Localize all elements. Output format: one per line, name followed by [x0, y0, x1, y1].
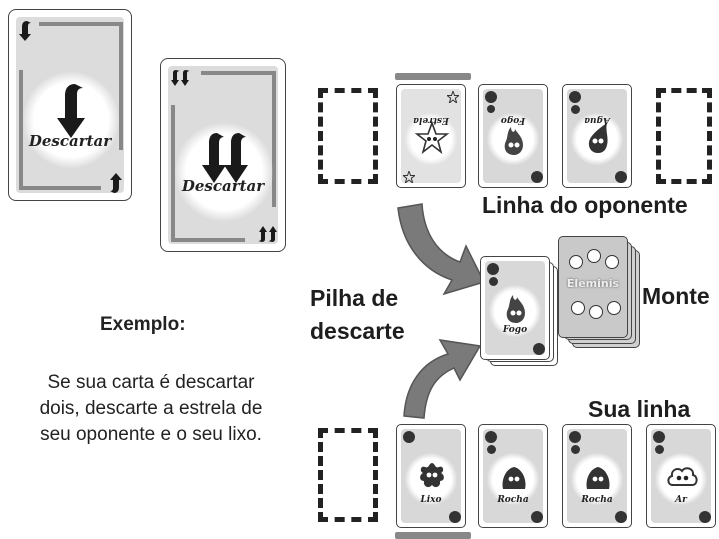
element-icon: [487, 445, 496, 454]
small-down-arrow-icon: [19, 21, 31, 41]
your-line-bar: [395, 532, 471, 539]
discard-pile-label-line1: Pilha de: [310, 285, 399, 311]
card-frame-lines: [19, 22, 123, 190]
fire-creature-icon: [506, 295, 525, 323]
rocha2-label: Rocha: [581, 495, 613, 505]
discard-two-card: Descartar: [160, 58, 286, 252]
estrela-card: Estrela: [396, 84, 466, 188]
agua-label: Água: [584, 115, 610, 125]
element-icon: [531, 171, 543, 183]
small-double-down-arrow-icon: [171, 70, 190, 86]
example-text-line3: seu oponente e o seu lixo.: [40, 424, 262, 445]
element-icon: [653, 431, 665, 443]
element-icon: [615, 511, 627, 523]
agua-card: Água: [562, 84, 632, 188]
element-icon: [403, 431, 415, 443]
deck-logo: Eleminis: [566, 277, 620, 290]
rocha-card-2: Rocha: [562, 424, 632, 528]
estrela-label: Estrela: [413, 115, 449, 125]
element-icon: [615, 171, 627, 183]
element-icon: [589, 305, 603, 319]
element-icon: [485, 431, 497, 443]
card-center-glow: [175, 123, 273, 221]
discard-one-card: Descartar: [8, 9, 132, 201]
example-title: Exemplo:: [100, 314, 186, 335]
card-frame-lines: [171, 71, 276, 242]
element-icon: [607, 301, 621, 315]
element-icon: [569, 255, 583, 269]
fire-creature-icon: [504, 127, 523, 155]
element-icon: [569, 431, 581, 443]
arrow-down-to-pile-icon: [397, 203, 486, 296]
element-icon: [485, 91, 497, 103]
element-icon: [699, 511, 711, 523]
element-icon: [487, 105, 495, 113]
star-icon: [447, 91, 459, 103]
element-icon: [587, 249, 601, 263]
lixo-label: Lixo: [420, 495, 442, 505]
your-line-label: Sua linha: [588, 396, 691, 422]
example-text-line1: Se sua carta é descartar: [47, 372, 255, 393]
element-icon: [605, 255, 619, 269]
star-creature-icon: [415, 121, 449, 155]
air-creature-icon: [667, 467, 698, 486]
discard-pile-label-line2: descarte: [310, 318, 405, 344]
example-text-line2: dois, descarte a estrela de: [39, 398, 263, 419]
ar-card: Ar: [646, 424, 716, 528]
star-icon: [403, 171, 415, 183]
element-icon: [571, 301, 585, 315]
deck-label: Monte: [642, 283, 710, 309]
discard-two-label: Descartar: [181, 177, 265, 195]
arrow-up-to-pile-icon: [403, 339, 482, 419]
discard-pile-top-card: Fogo: [480, 256, 550, 360]
down-arrow-icon: [57, 84, 85, 138]
small-up-arrow-icon: [110, 173, 122, 193]
rocha1-label: Rocha: [497, 495, 529, 505]
element-icon: [533, 343, 545, 355]
fogo-opponent-card: Fogo: [478, 84, 548, 188]
empty-slot: [318, 428, 378, 522]
opponent-line-bar: [395, 73, 471, 80]
element-icon: [449, 511, 461, 523]
element-icon: [571, 105, 580, 114]
element-icon: [569, 91, 581, 103]
double-down-arrow-icon: [202, 133, 248, 183]
small-double-up-arrow-icon: [258, 226, 277, 242]
rock-creature-icon: [502, 467, 526, 489]
rock-creature-icon: [586, 467, 610, 489]
water-creature-icon: [588, 123, 608, 153]
deck-top-card: Eleminis: [558, 236, 628, 338]
element-icon: [571, 445, 580, 454]
element-icon: [655, 445, 664, 454]
ar-label: Ar: [675, 495, 687, 505]
empty-slot: [656, 88, 712, 184]
empty-slot: [318, 88, 378, 184]
fogo-pile-label: Fogo: [502, 325, 528, 335]
opponent-line-label: Linha do oponente: [482, 192, 688, 218]
element-icon: [531, 511, 543, 523]
discard-one-label: Descartar: [28, 132, 112, 150]
trash-creature-icon: [420, 463, 444, 488]
fogo-top-label: Fogo: [500, 115, 526, 125]
element-icon: [489, 277, 498, 286]
rocha-card-1: Rocha: [478, 424, 548, 528]
lixo-card: Lixo: [396, 424, 466, 528]
element-icon: [487, 263, 499, 275]
